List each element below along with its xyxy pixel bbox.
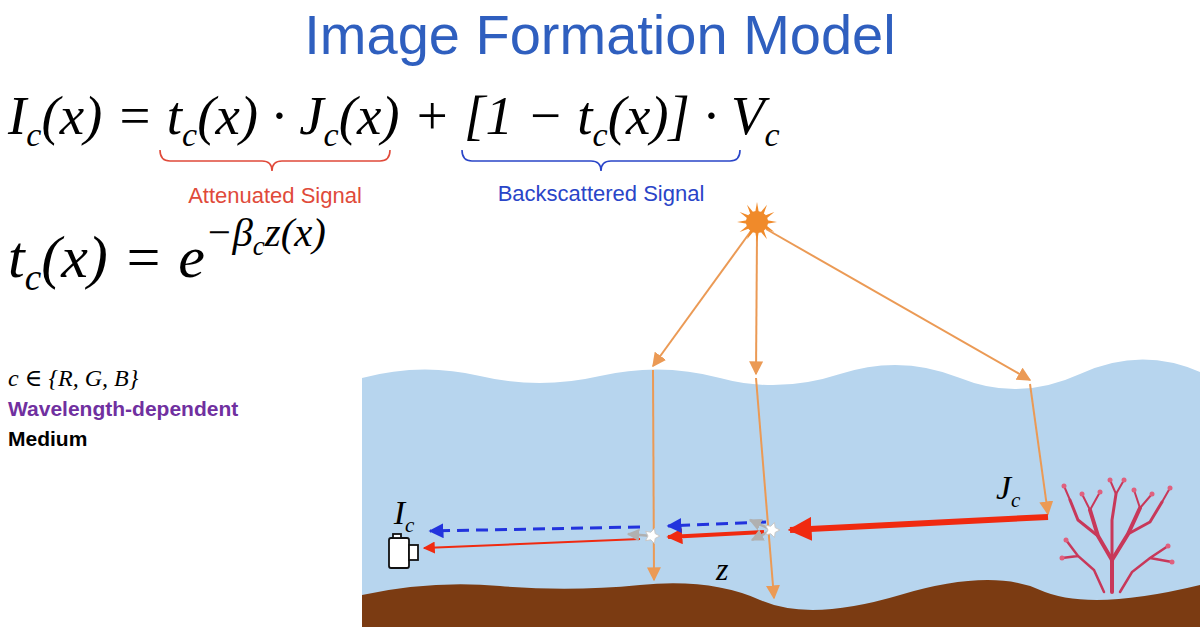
script-text: c — [324, 116, 339, 153]
script-text: c — [253, 231, 265, 261]
bracket-label: Backscattered Signal — [498, 183, 705, 205]
text: t — [8, 224, 25, 290]
light-ray — [756, 378, 774, 598]
direct-signal — [424, 539, 640, 548]
text: z — [716, 551, 728, 587]
light-ray — [766, 229, 1030, 380]
text: I — [8, 85, 26, 146]
script-text: c — [26, 116, 41, 153]
title: Image Formation Model — [304, 7, 895, 63]
coral-polyps — [1060, 478, 1175, 565]
text: Image Formation Model — [304, 3, 895, 66]
note: Medium — [8, 428, 87, 449]
text: Attenuated Signal — [188, 183, 362, 208]
camera — [389, 534, 418, 568]
scatter-particle — [646, 528, 661, 543]
script-text: c — [1011, 488, 1020, 512]
scatter-particle — [766, 522, 781, 537]
water — [362, 359, 1200, 627]
backscatter-signal — [668, 522, 766, 526]
channel-note: c ∈ {R, G, B} — [8, 366, 138, 390]
script-text: −β — [205, 210, 253, 255]
text: (x) = t — [41, 85, 182, 146]
formation-equation: Ic(x) = tc(x) · Jc(x) + [1 − tc(x)] · Vc — [8, 89, 780, 144]
script-text: c — [593, 116, 608, 153]
direct-signal — [790, 517, 1048, 530]
text: Medium — [8, 427, 87, 450]
light-ray — [1030, 384, 1048, 514]
backscatter-signal — [430, 527, 640, 531]
script-text: c — [765, 116, 780, 153]
text: (x) = e — [41, 224, 205, 290]
direct-signal — [668, 532, 764, 537]
text: J — [996, 469, 1011, 506]
sun-disc — [746, 211, 768, 233]
equation-bracket — [160, 150, 390, 171]
script-text: c — [25, 257, 42, 298]
text: Wavelength-dependent — [8, 397, 238, 420]
script-text: z(x) — [265, 210, 326, 255]
text: Backscattered Signal — [498, 181, 705, 206]
script-text: c — [182, 116, 197, 153]
seabed — [362, 580, 1200, 627]
light-ray — [653, 370, 654, 580]
equation-bracket — [462, 150, 740, 171]
scene-label: Jc — [996, 471, 1020, 505]
scatter-particles — [646, 522, 781, 543]
script-text: c — [405, 513, 414, 537]
camera-label: Ic — [394, 496, 415, 530]
distance-label: z — [716, 553, 728, 585]
light-ray — [756, 234, 757, 374]
text: c ∈ {R, G, B} — [8, 365, 138, 391]
sun — [737, 202, 777, 242]
text: (x) · J — [197, 85, 323, 146]
text: I — [394, 494, 405, 531]
text: (x) + [1 − t — [339, 85, 593, 146]
coral — [1062, 480, 1172, 592]
light-ray — [653, 231, 751, 366]
bracket-label: Attenuated Signal — [188, 185, 362, 207]
text: (x)] · V — [608, 85, 765, 146]
note-purple: Wavelength-dependent — [8, 398, 238, 419]
transmission-equation: tc(x) = e−βcz(x) — [8, 227, 326, 287]
